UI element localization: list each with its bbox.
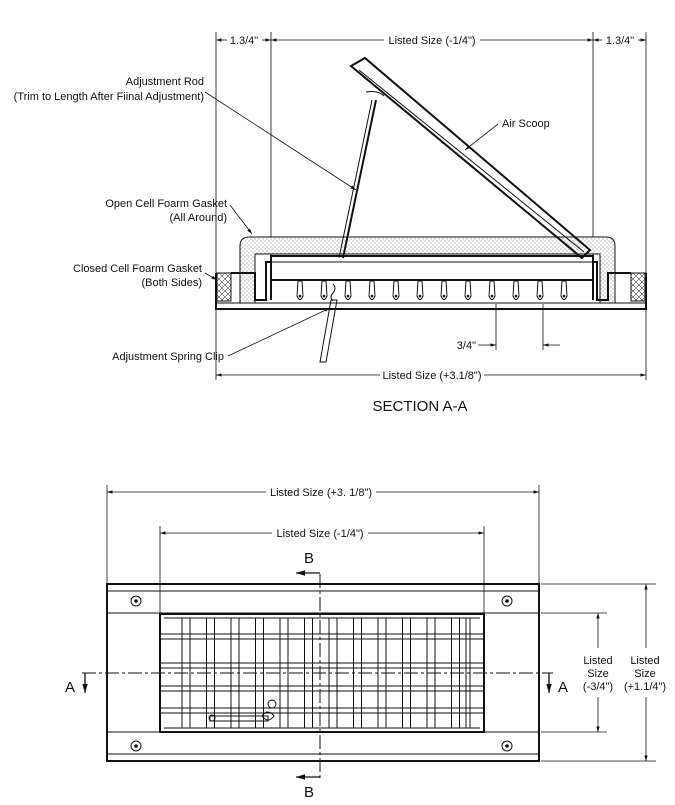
louver-fin: [344, 280, 352, 300]
plan-view: Listed Size (+3. 1/8") Listed Size (-1/4…: [65, 485, 666, 801]
plan-dim-height-inner-3: (-3/4"): [583, 681, 613, 693]
dim-listed-overall: Listed Size (+3.1/8"): [383, 370, 482, 382]
callout-open-cell-gasket-note: (All Around): [170, 212, 227, 224]
dim-right-flange: 1.3/4": [606, 35, 634, 47]
louver-fin: [368, 280, 376, 300]
damper-bar: [270, 255, 594, 281]
section-view: 1.3/4" Listed Size (-1/4") 1.3/4": [14, 32, 647, 415]
adjustment-rod: [338, 99, 377, 259]
louver-fin: [392, 280, 400, 300]
dim-left-flange: 1.3/4": [230, 35, 258, 47]
closed-cell-gasket-left: [216, 272, 232, 302]
callout-spring-clip: Adjustment Spring Clip: [112, 351, 224, 363]
screw-icon: [130, 740, 142, 752]
louver-fin: [416, 280, 424, 300]
section-leaders: [204, 91, 499, 357]
screw-icon: [501, 595, 513, 607]
open-cell-gasket: [239, 236, 616, 304]
adjustment-spring-clip: [319, 283, 338, 363]
marker-a-right: A: [558, 679, 568, 696]
closed-cell-gasket-right: [630, 272, 646, 302]
grille-cross-bars: [160, 633, 484, 714]
louver-fin: [560, 280, 568, 300]
louver-fin: [464, 280, 472, 300]
louver-fin: [296, 280, 304, 300]
callout-closed-cell-gasket-note: (Both Sides): [141, 277, 202, 289]
plan-extension-lines: [106, 485, 656, 762]
louver-fin: [440, 280, 448, 300]
louver-fin: [488, 280, 496, 300]
louver-fin: [536, 280, 544, 300]
plan-dim-height-outer-3: (+1.1/4"): [624, 681, 666, 693]
screw-icon: [501, 740, 513, 752]
callout-air-scoop: Air Scoop: [502, 118, 550, 130]
callout-adjustment-rod: Adjustment Rod: [126, 76, 204, 88]
marker-a-left: A: [65, 679, 75, 696]
plan-dim-height-inner-1: Listed: [583, 655, 612, 667]
dim-listed-top: Listed Size (-1/4"): [388, 35, 475, 47]
callout-open-cell-gasket: Open Cell Foarm Gasket: [105, 198, 227, 210]
louver-fins: [296, 280, 568, 300]
section-title: SECTION A-A: [372, 398, 467, 415]
plan-dim-inner: Listed Size (-1/4"): [276, 528, 363, 540]
dim-spacing: 3/4": [457, 340, 476, 352]
section-extension-lines: [215, 32, 647, 380]
section-base: [215, 272, 647, 310]
plan-dim-height-outer-2: Size: [634, 668, 655, 680]
marker-b-top: B: [304, 550, 314, 567]
plan-dim-height-outer-1: Listed: [630, 655, 659, 667]
callout-adjustment-rod-note: (Trim to Length After Fiinal Adjustment): [14, 91, 204, 103]
plan-dim-height-inner-2: Size: [587, 668, 608, 680]
louver-fin: [320, 280, 328, 300]
plan-dim-overall: Listed Size (+3. 1/8"): [270, 487, 372, 499]
louver-fin: [512, 280, 520, 300]
plan-adjustment-rod: [208, 699, 277, 722]
callout-closed-cell-gasket: Closed Cell Foarm Gasket: [73, 263, 202, 275]
marker-b-bottom: B: [304, 784, 314, 801]
air-scoop: [349, 56, 592, 260]
screw-icon: [130, 595, 142, 607]
corner-screw-icons: [130, 595, 513, 752]
